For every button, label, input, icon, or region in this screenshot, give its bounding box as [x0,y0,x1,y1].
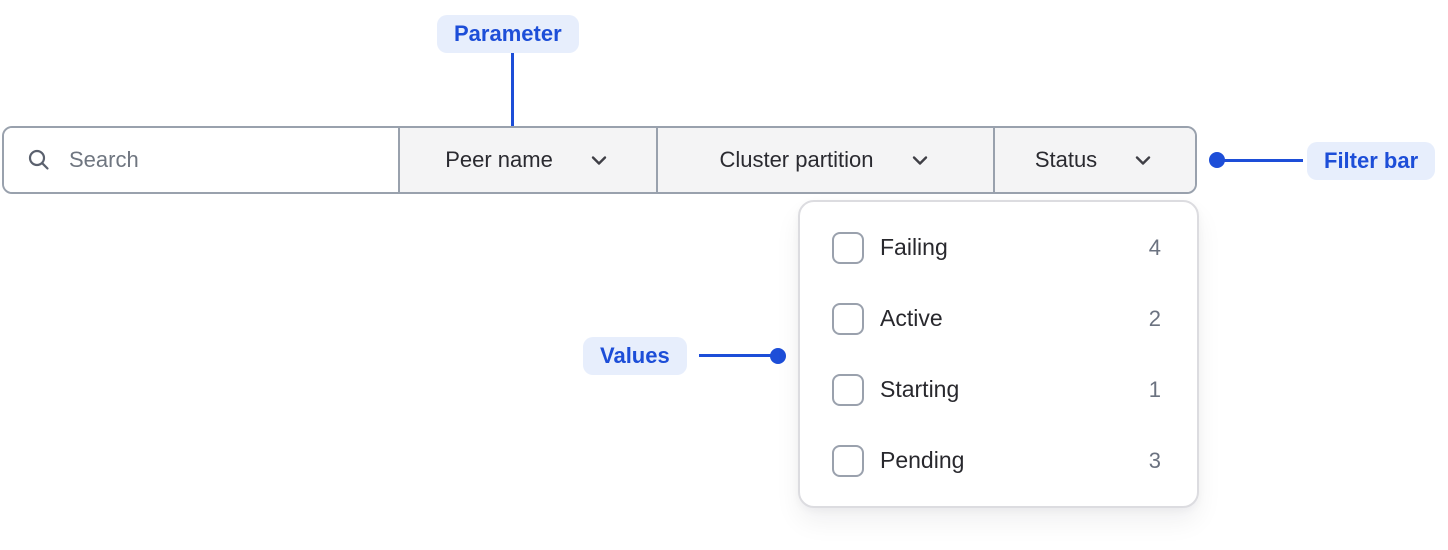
peer-name-dropdown-label: Peer name [445,147,553,172]
option-label: Starting [880,376,960,402]
cluster-partition-dropdown[interactable]: Cluster partition [656,128,993,192]
filter-bar: Peer name Cluster partition Status [2,126,1197,194]
status-option-pending[interactable]: Pending 3 [800,425,1197,496]
option-count: 3 [1148,447,1161,473]
option-count: 2 [1148,305,1161,331]
option-count: 1 [1148,376,1161,402]
status-option-starting[interactable]: Starting 1 [800,354,1197,425]
status-dropdown-label: Status [1034,147,1098,172]
status-option-failing[interactable]: Failing 4 [800,212,1197,283]
parameter-connector-line [511,53,514,138]
option-label: Pending [880,447,965,473]
filter-bar-connector-line [1221,159,1303,162]
search-icon [28,149,49,170]
chevron-down-icon [587,148,611,172]
cluster-partition-dropdown-label: Cluster partition [719,147,874,172]
option-count: 4 [1148,234,1161,260]
checkbox-icon[interactable] [832,231,864,264]
chevron-down-icon [1131,148,1155,172]
values-connector-line [699,354,772,357]
search-field[interactable] [4,128,398,192]
option-label: Failing [880,234,948,260]
checkbox-icon[interactable] [832,302,864,335]
status-option-active[interactable]: Active 2 [800,283,1197,354]
status-dropdown[interactable]: Status [993,128,1195,192]
checkbox-icon[interactable] [832,444,864,477]
status-dropdown-panel: Failing 4 Active 2 Starting 1 Pending 3 [798,200,1199,508]
checkbox-icon[interactable] [832,373,864,406]
peer-name-dropdown[interactable]: Peer name [398,128,656,192]
filter-bar-connector-dot [1209,152,1225,168]
parameter-annotation-badge: Parameter [437,15,579,53]
search-input[interactable] [69,147,398,173]
filter-bar-annotation-badge: Filter bar [1307,142,1436,180]
chevron-down-icon [908,148,932,172]
values-connector-dot [770,348,786,364]
option-label: Active [880,305,943,331]
values-annotation-badge: Values [583,337,687,375]
